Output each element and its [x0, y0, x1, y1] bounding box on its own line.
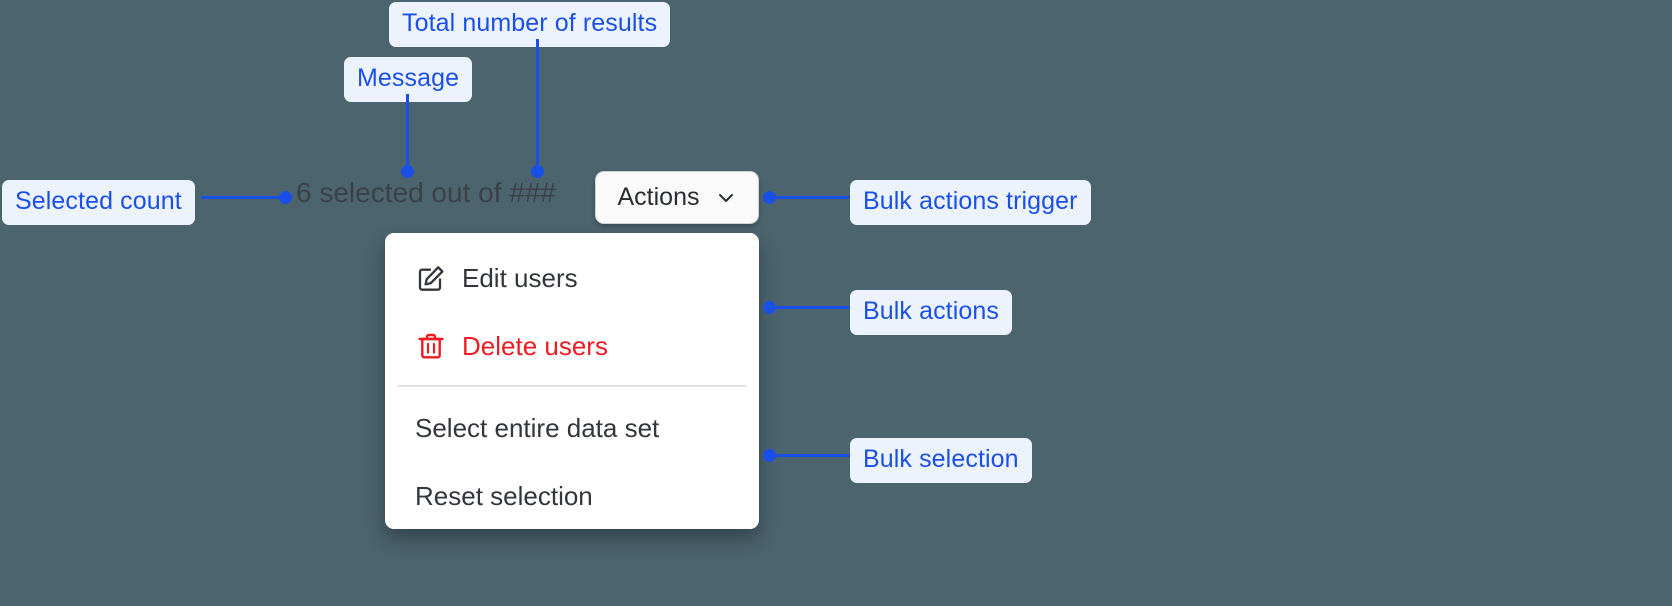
menu-item-edit-users-label: Edit users: [462, 263, 578, 293]
leader-dot-bulk-selection: [763, 449, 776, 462]
leader-line-bulk-actions: [770, 306, 853, 309]
annotation-label-total-results: Total number of results: [389, 2, 671, 47]
leader-dot-bulk-actions-trigger: [763, 191, 776, 204]
leader-line-bulk-actions-trigger: [770, 196, 853, 199]
leader-dot-bulk-actions: [763, 301, 776, 314]
leader-dot-total-results: [531, 165, 544, 178]
leader-dot-selected-count: [279, 191, 292, 204]
menu-item-reset-selection-label: Reset selection: [415, 481, 593, 511]
menu-item-delete-users-label: Delete users: [462, 331, 608, 361]
annotation-label-selected-count: Selected count: [2, 180, 195, 225]
chevron-down-icon: [716, 188, 736, 208]
bulk-actions-menu: Edit users Delete users Select entire da…: [385, 233, 759, 529]
menu-divider: [398, 385, 746, 387]
edit-pencil-icon: [416, 263, 446, 293]
trash-icon: [416, 331, 446, 361]
annotation-label-bulk-selection: Bulk selection: [850, 438, 1032, 483]
leader-dot-message: [401, 165, 414, 178]
leader-line-selected-count: [201, 196, 287, 199]
menu-item-delete-users[interactable]: Delete users: [385, 315, 759, 377]
annotation-label-bulk-actions: Bulk actions: [850, 290, 1012, 335]
annotation-label-bulk-actions-trigger: Bulk actions trigger: [850, 180, 1091, 225]
selected-count-message: 6 selected out of ###: [296, 177, 556, 208]
menu-item-reset-selection[interactable]: Reset selection: [385, 465, 759, 527]
leader-line-total-results: [536, 39, 539, 171]
menu-item-edit-users[interactable]: Edit users: [385, 247, 759, 309]
leader-line-message: [406, 94, 409, 171]
annotation-label-message: Message: [344, 57, 473, 102]
menu-item-select-entire-data-set[interactable]: Select entire data set: [385, 397, 759, 459]
bulk-actions-trigger-button[interactable]: Actions: [595, 171, 759, 224]
menu-item-select-entire-data-set-label: Select entire data set: [415, 413, 660, 443]
bulk-actions-trigger-label: Actions: [617, 183, 700, 211]
leader-line-bulk-selection: [770, 454, 853, 457]
